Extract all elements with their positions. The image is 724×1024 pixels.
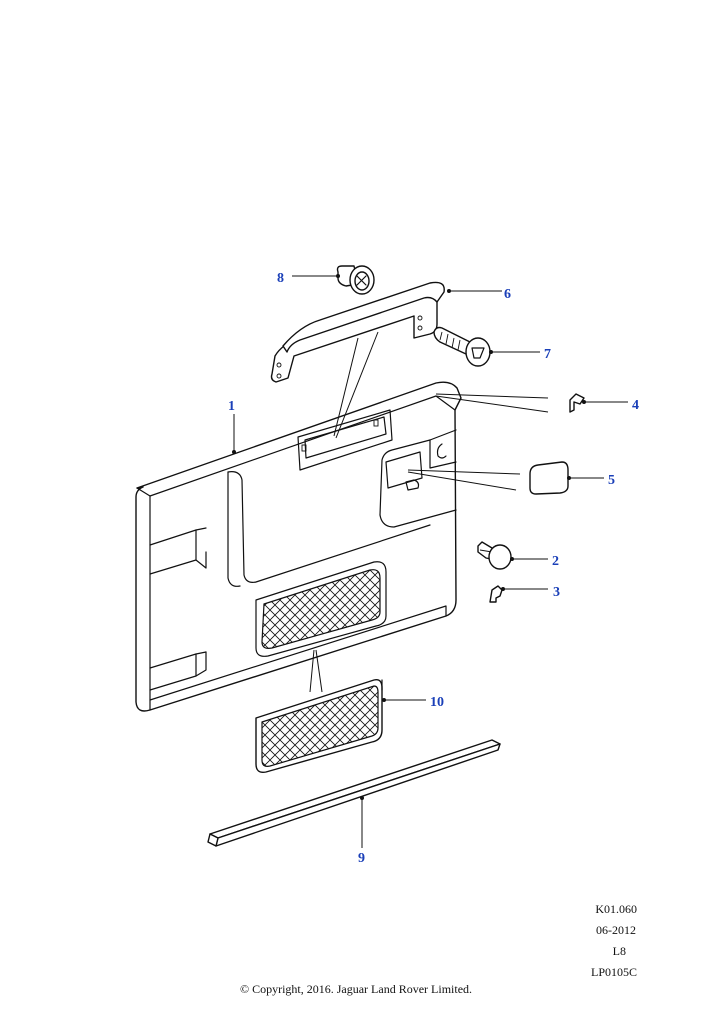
screw[interactable] xyxy=(433,326,491,367)
callout-6[interactable]: 6 xyxy=(504,287,511,302)
callout-4[interactable]: 4 xyxy=(632,398,639,413)
callout-1[interactable]: 1 xyxy=(228,399,235,414)
copyright-notice: © Copyright, 2016. Jaguar Land Rover Lim… xyxy=(240,982,472,996)
callout-5[interactable]: 5 xyxy=(608,473,615,488)
leader-lines xyxy=(232,274,628,848)
handle-insert[interactable] xyxy=(529,461,569,495)
door-trim-panel[interactable] xyxy=(135,381,462,712)
seal-strip[interactable] xyxy=(207,739,501,847)
reference-code: K01.060 xyxy=(595,902,637,916)
reference-date: 06-2012 xyxy=(596,923,636,937)
spring-clip[interactable] xyxy=(569,393,585,413)
callout-10[interactable]: 10 xyxy=(430,695,444,710)
grab-handle[interactable] xyxy=(270,281,445,383)
callout-8[interactable]: 8 xyxy=(277,271,284,286)
pocket-net[interactable] xyxy=(255,678,383,774)
reference-level: L8 xyxy=(613,944,626,958)
reference-plate: LP0105C xyxy=(591,965,637,979)
callout-7[interactable]: 7 xyxy=(544,347,551,362)
callout-3[interactable]: 3 xyxy=(553,585,560,600)
push-fastener[interactable] xyxy=(477,541,512,570)
callout-9[interactable]: 9 xyxy=(358,851,365,866)
retaining-clip[interactable] xyxy=(489,585,503,603)
callout-2[interactable]: 2 xyxy=(552,554,559,569)
trim-cap[interactable] xyxy=(336,265,375,295)
